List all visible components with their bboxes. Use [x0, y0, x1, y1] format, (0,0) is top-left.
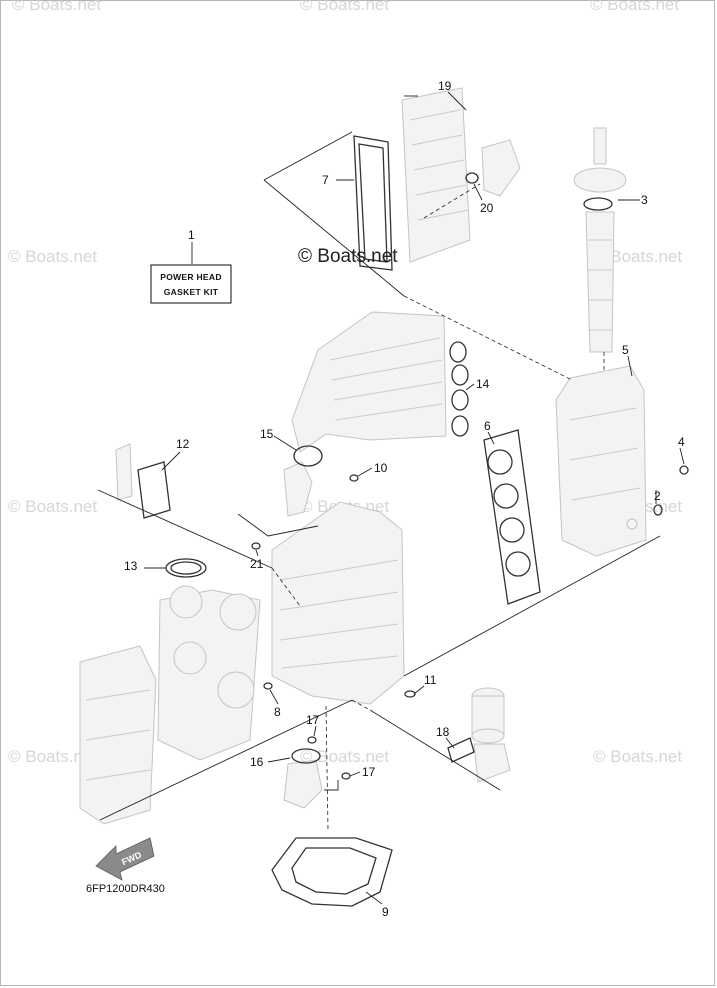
oil-seal-13 [165, 558, 207, 578]
callout-3: 3 [641, 193, 648, 207]
watermark: © Boats.net [593, 247, 682, 266]
callout-15: 15 [260, 427, 274, 441]
oil-pan-gasket-9 [271, 837, 393, 907]
kit-label-line2: GASKET KIT [164, 287, 219, 297]
watermark: © Boats.net [593, 747, 682, 766]
oil-strainer [283, 759, 323, 809]
o-ring-16 [291, 748, 321, 764]
intake-manifold-main [291, 311, 447, 453]
part-number-callouts: 1 2 3 4 5 6 7 8 9 10 11 12 13 14 15 16 1… [124, 79, 685, 919]
callout-14: 14 [476, 377, 490, 391]
watermark: © Boats.net [300, 747, 389, 766]
crankshaft-pistons [157, 585, 261, 761]
kit-label-line1: POWER HEAD [160, 272, 222, 282]
callout-2: 2 [654, 489, 661, 503]
callout-6: 6 [484, 419, 491, 433]
gasket-18 [447, 737, 475, 763]
diagram-code: 6FP1200DR430 [86, 883, 165, 895]
fuel-component [481, 139, 521, 197]
watermark: © Boats.net [12, 0, 101, 14]
callout-5: 5 [622, 343, 629, 357]
callout-21: 21 [250, 557, 264, 571]
oil-filter [471, 687, 511, 783]
gasket-15 [293, 445, 323, 467]
callout-20: 20 [480, 201, 494, 215]
cylinder-head [555, 365, 647, 557]
callout-18: 18 [436, 725, 450, 739]
assembly-lines [97, 95, 661, 831]
watermark: © Boats.net [8, 247, 97, 266]
kit-box [150, 264, 232, 304]
watermark: © Boats.net [8, 747, 97, 766]
camshaft-pulley [573, 127, 627, 353]
watermark: © Boats.net [590, 0, 679, 14]
callout-8: 8 [274, 705, 281, 719]
crankcase [79, 645, 157, 825]
callout-12: 12 [176, 437, 190, 451]
small-seals [251, 172, 689, 780]
callout-16: 16 [250, 755, 264, 769]
thermostat-cover [115, 443, 133, 501]
leader-lines [144, 91, 685, 905]
fwd-arrow-icon: FWD [95, 837, 155, 881]
callout-19: 19 [438, 79, 452, 93]
watermark: © Boats.net [300, 0, 389, 14]
boats-net-watermark: © Boats.net [298, 246, 398, 267]
thermostat-gasket-12 [137, 461, 171, 519]
callout-17: 17 [306, 713, 320, 727]
watermark: © Boats.net [8, 497, 97, 516]
callout-17: 17 [362, 765, 376, 779]
manifold-gasket-14 [449, 341, 469, 437]
callout-9: 9 [382, 905, 389, 919]
callout-4: 4 [678, 435, 685, 449]
cylinder-block [271, 501, 405, 705]
head-cover-gasket-7 [353, 135, 393, 271]
callout-11: 11 [424, 673, 437, 687]
callout-13: 13 [124, 559, 138, 573]
intake-manifold-upper [401, 87, 471, 263]
o-ring-3 [583, 197, 613, 211]
callout-10: 10 [374, 461, 388, 475]
callout-1: 1 [188, 228, 195, 242]
callout-7: 7 [322, 173, 329, 187]
head-gasket-6 [483, 429, 541, 605]
